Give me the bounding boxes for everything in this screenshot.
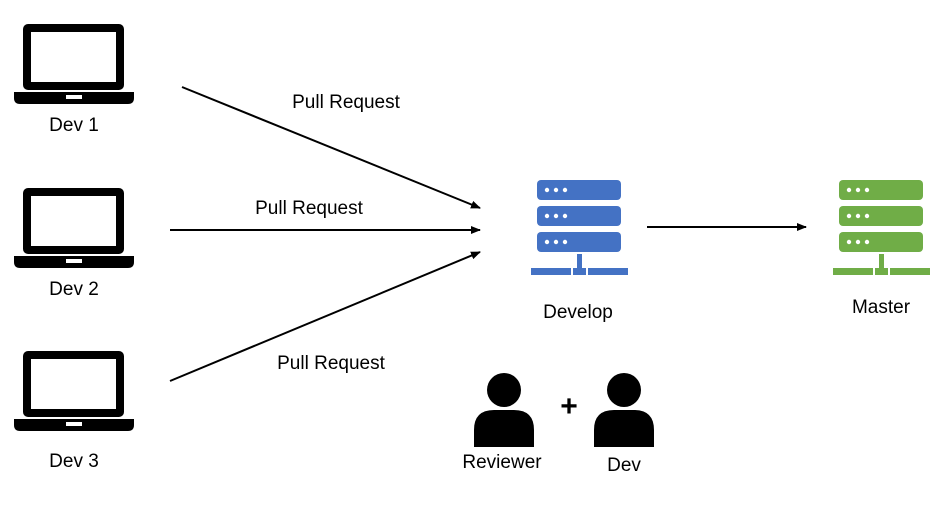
dev2-label: Dev 2 <box>49 279 99 300</box>
develop-server-icon <box>531 180 628 275</box>
reviewer-person-icon <box>474 373 534 447</box>
pull-request-label-1: Pull Request <box>292 92 400 113</box>
plus-sign: + <box>560 390 578 423</box>
dev1-label: Dev 1 <box>49 115 99 136</box>
dev3-label: Dev 3 <box>49 451 99 472</box>
pull-request-label-3: Pull Request <box>277 353 385 374</box>
dev-reviewer-label: Dev <box>607 455 641 476</box>
laptop-icon <box>14 24 134 104</box>
laptop-icon <box>14 351 134 431</box>
pull-request-label-2: Pull Request <box>255 198 363 219</box>
laptop-icon <box>14 188 134 268</box>
dev-person-icon <box>594 373 654 447</box>
arrow-dev3-to-develop <box>169 251 481 382</box>
master-server-icon <box>833 180 930 275</box>
reviewer-label: Reviewer <box>462 452 542 473</box>
develop-label: Develop <box>543 302 613 323</box>
arrow-dev1-to-develop <box>181 86 481 209</box>
master-label: Master <box>851 297 911 318</box>
